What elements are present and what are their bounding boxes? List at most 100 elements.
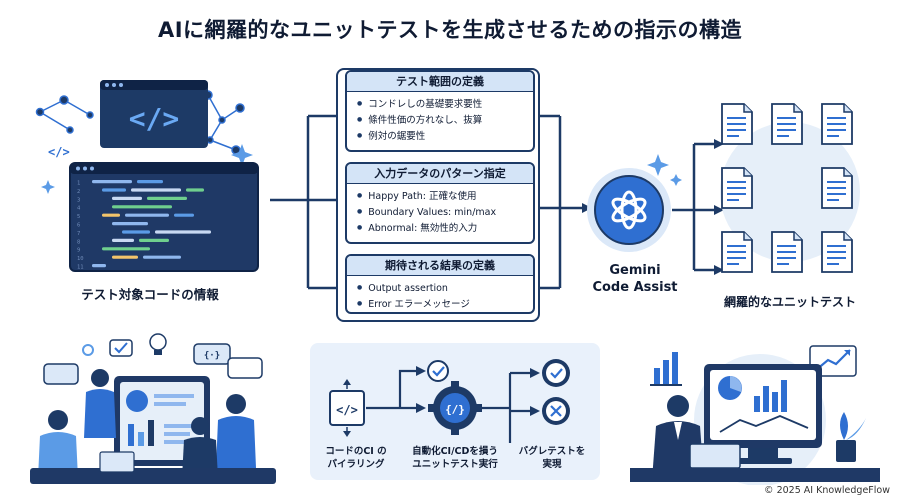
check-circle-icon: [427, 360, 449, 382]
test-document-icon: [721, 167, 753, 209]
card-expected-results-item: Error エラーメッセージ: [357, 296, 525, 312]
card-test-scope-heading: テスト範囲の定義: [347, 72, 533, 92]
code-line-segment: [92, 264, 106, 268]
code-line-segment: [102, 188, 126, 192]
gear-cross-icon: [542, 397, 570, 425]
code-line-segment: [102, 213, 120, 217]
code-line-segment: [112, 238, 134, 242]
gear-icon: {/}: [428, 381, 482, 435]
input-arrows: [270, 111, 346, 293]
code-window-front: [69, 162, 259, 272]
code-bubble-icon: [193, 343, 231, 365]
ai-knot-icon: [611, 190, 647, 230]
check-bubble-icon: [109, 339, 133, 357]
code-line-number: 2: [77, 189, 80, 195]
code-line-segment: [92, 180, 132, 184]
code-line-number: 9: [77, 248, 80, 254]
ai-label-line1: Gemini: [609, 263, 661, 278]
tests-label: 網羅的なユニットテスト: [723, 295, 856, 309]
sparkle-icon: [41, 144, 253, 194]
page-title: AIに網羅的なユニットテストを生成させるための指示の構造: [157, 18, 743, 42]
pipeline-step-3-line: バグレテストを: [518, 446, 586, 457]
gemini-hub: [587, 154, 682, 252]
card-test-scope-item: コンドレしの基礎要求要性: [357, 96, 525, 112]
bar-chart-icon: [650, 352, 682, 386]
code-line-number: 8: [77, 239, 80, 245]
code-window-back: [100, 80, 208, 148]
code-line-number: 7: [77, 231, 80, 237]
speech-bubble-icon: [43, 363, 79, 385]
code-line-number: 10: [77, 256, 84, 262]
code-line-segment: [112, 255, 138, 259]
merge-arrows: [538, 114, 592, 290]
code-line-segment: [102, 247, 150, 251]
laptop: [99, 451, 135, 473]
test-document-icon: [771, 103, 803, 145]
card-input-patterns-item: Abnormal: 無効性的入力: [357, 220, 525, 236]
code-line-segment: [112, 205, 172, 209]
code-line-segment: [137, 180, 163, 184]
svg-text:{/}: {/}: [445, 403, 465, 416]
test-documents: [720, 103, 860, 273]
pipeline-step-1-line: コードのCI の: [325, 446, 387, 457]
code-line-number: 5: [77, 214, 80, 220]
card-expected-results-item: Output assertion: [357, 280, 525, 296]
ai-label: Gemini Code Assist: [585, 262, 685, 296]
gear-check-icon: [542, 359, 570, 387]
code-line-number: 3: [77, 197, 80, 203]
pipeline-step-1-label: コードのCI の パイラリング: [318, 446, 394, 472]
code-line-segment: [112, 196, 142, 200]
code-line-segment: [125, 213, 169, 217]
test-document-icon: [721, 103, 753, 145]
copyright-notice: © 2025 AI KnowledgeFlow: [764, 485, 890, 496]
code-line-segment: [147, 196, 187, 200]
code-line-segment: [112, 222, 148, 226]
card-expected-results-heading: 期待される結果の定義: [347, 256, 533, 276]
test-document-icon: [821, 103, 853, 145]
card-input-patterns-heading: 入力データのパターン指定: [347, 164, 533, 184]
code-info-label: テスト対象コードの情報: [81, 287, 219, 302]
card-input-patterns-item: Boundary Values: min/max: [357, 204, 525, 220]
test-document-icon: [771, 231, 803, 273]
sparkle-icon: [647, 154, 682, 186]
team-illustration: {·}: [30, 333, 276, 484]
gear-icon: [82, 344, 94, 356]
card-test-scope: テスト範囲の定義 コンドレしの基礎要求要性 條件性価の方れなし、抜算 例対の鋸要…: [345, 70, 535, 152]
code-line-segment: [143, 255, 181, 259]
pipeline-diagram: </> {/}: [329, 359, 570, 443]
code-line-number: 6: [77, 223, 80, 229]
code-file-icon: </>: [329, 390, 365, 426]
card-test-scope-item: 例対の鋸要性: [357, 128, 525, 144]
code-line-number: 4: [77, 206, 81, 212]
output-arrows: [672, 139, 724, 275]
svg-text:</>: </>: [48, 145, 70, 159]
code-illustration: </> </> 1 2 3 4 5 6 7 8 9 10 11: [35, 80, 259, 272]
test-document-icon: [721, 231, 753, 273]
pipeline-step-2-label: 自動化CI/CDを損う ユニットテスト実行: [408, 446, 502, 472]
speech-bubble-icon: [227, 357, 263, 379]
code-line-segment: [174, 213, 194, 217]
pipeline-step-1-line: パイラリング: [327, 458, 385, 470]
code-line-segment: [122, 230, 150, 234]
card-expected-results: 期待される結果の定義 Output assertion Error エラーメッセ…: [345, 254, 535, 314]
plant-icon: [836, 412, 866, 462]
code-line-number: 1: [77, 181, 80, 187]
ai-label-line2: Code Assist: [592, 280, 678, 295]
card-test-scope-item: 條件性価の方れなし、抜算: [357, 112, 525, 128]
pipeline-step-2-line: ユニットテスト実行: [412, 458, 498, 470]
code-line-number: 11: [77, 265, 84, 271]
test-document-icon: [821, 231, 853, 273]
svg-text:</>: </>: [336, 403, 358, 417]
test-document-icon: [821, 167, 853, 209]
code-line-segment: [186, 188, 204, 192]
code-line-segment: [131, 188, 181, 192]
analytics-illustration: [630, 345, 880, 485]
code-line-segment: [139, 238, 169, 242]
code-line-segment: [155, 230, 211, 234]
pipeline-step-2-line: 自動化CI/CDを損う: [412, 446, 498, 457]
laptop: [689, 443, 741, 469]
code-tag-icon: </>: [129, 102, 180, 135]
pipeline-step-3-label: バグレテストを 実現: [512, 446, 592, 472]
card-input-patterns: 入力データのパターン指定 Happy Path: 正確な使用 Boundary …: [345, 162, 535, 244]
pipeline-step-3-line: 実現: [542, 458, 562, 470]
